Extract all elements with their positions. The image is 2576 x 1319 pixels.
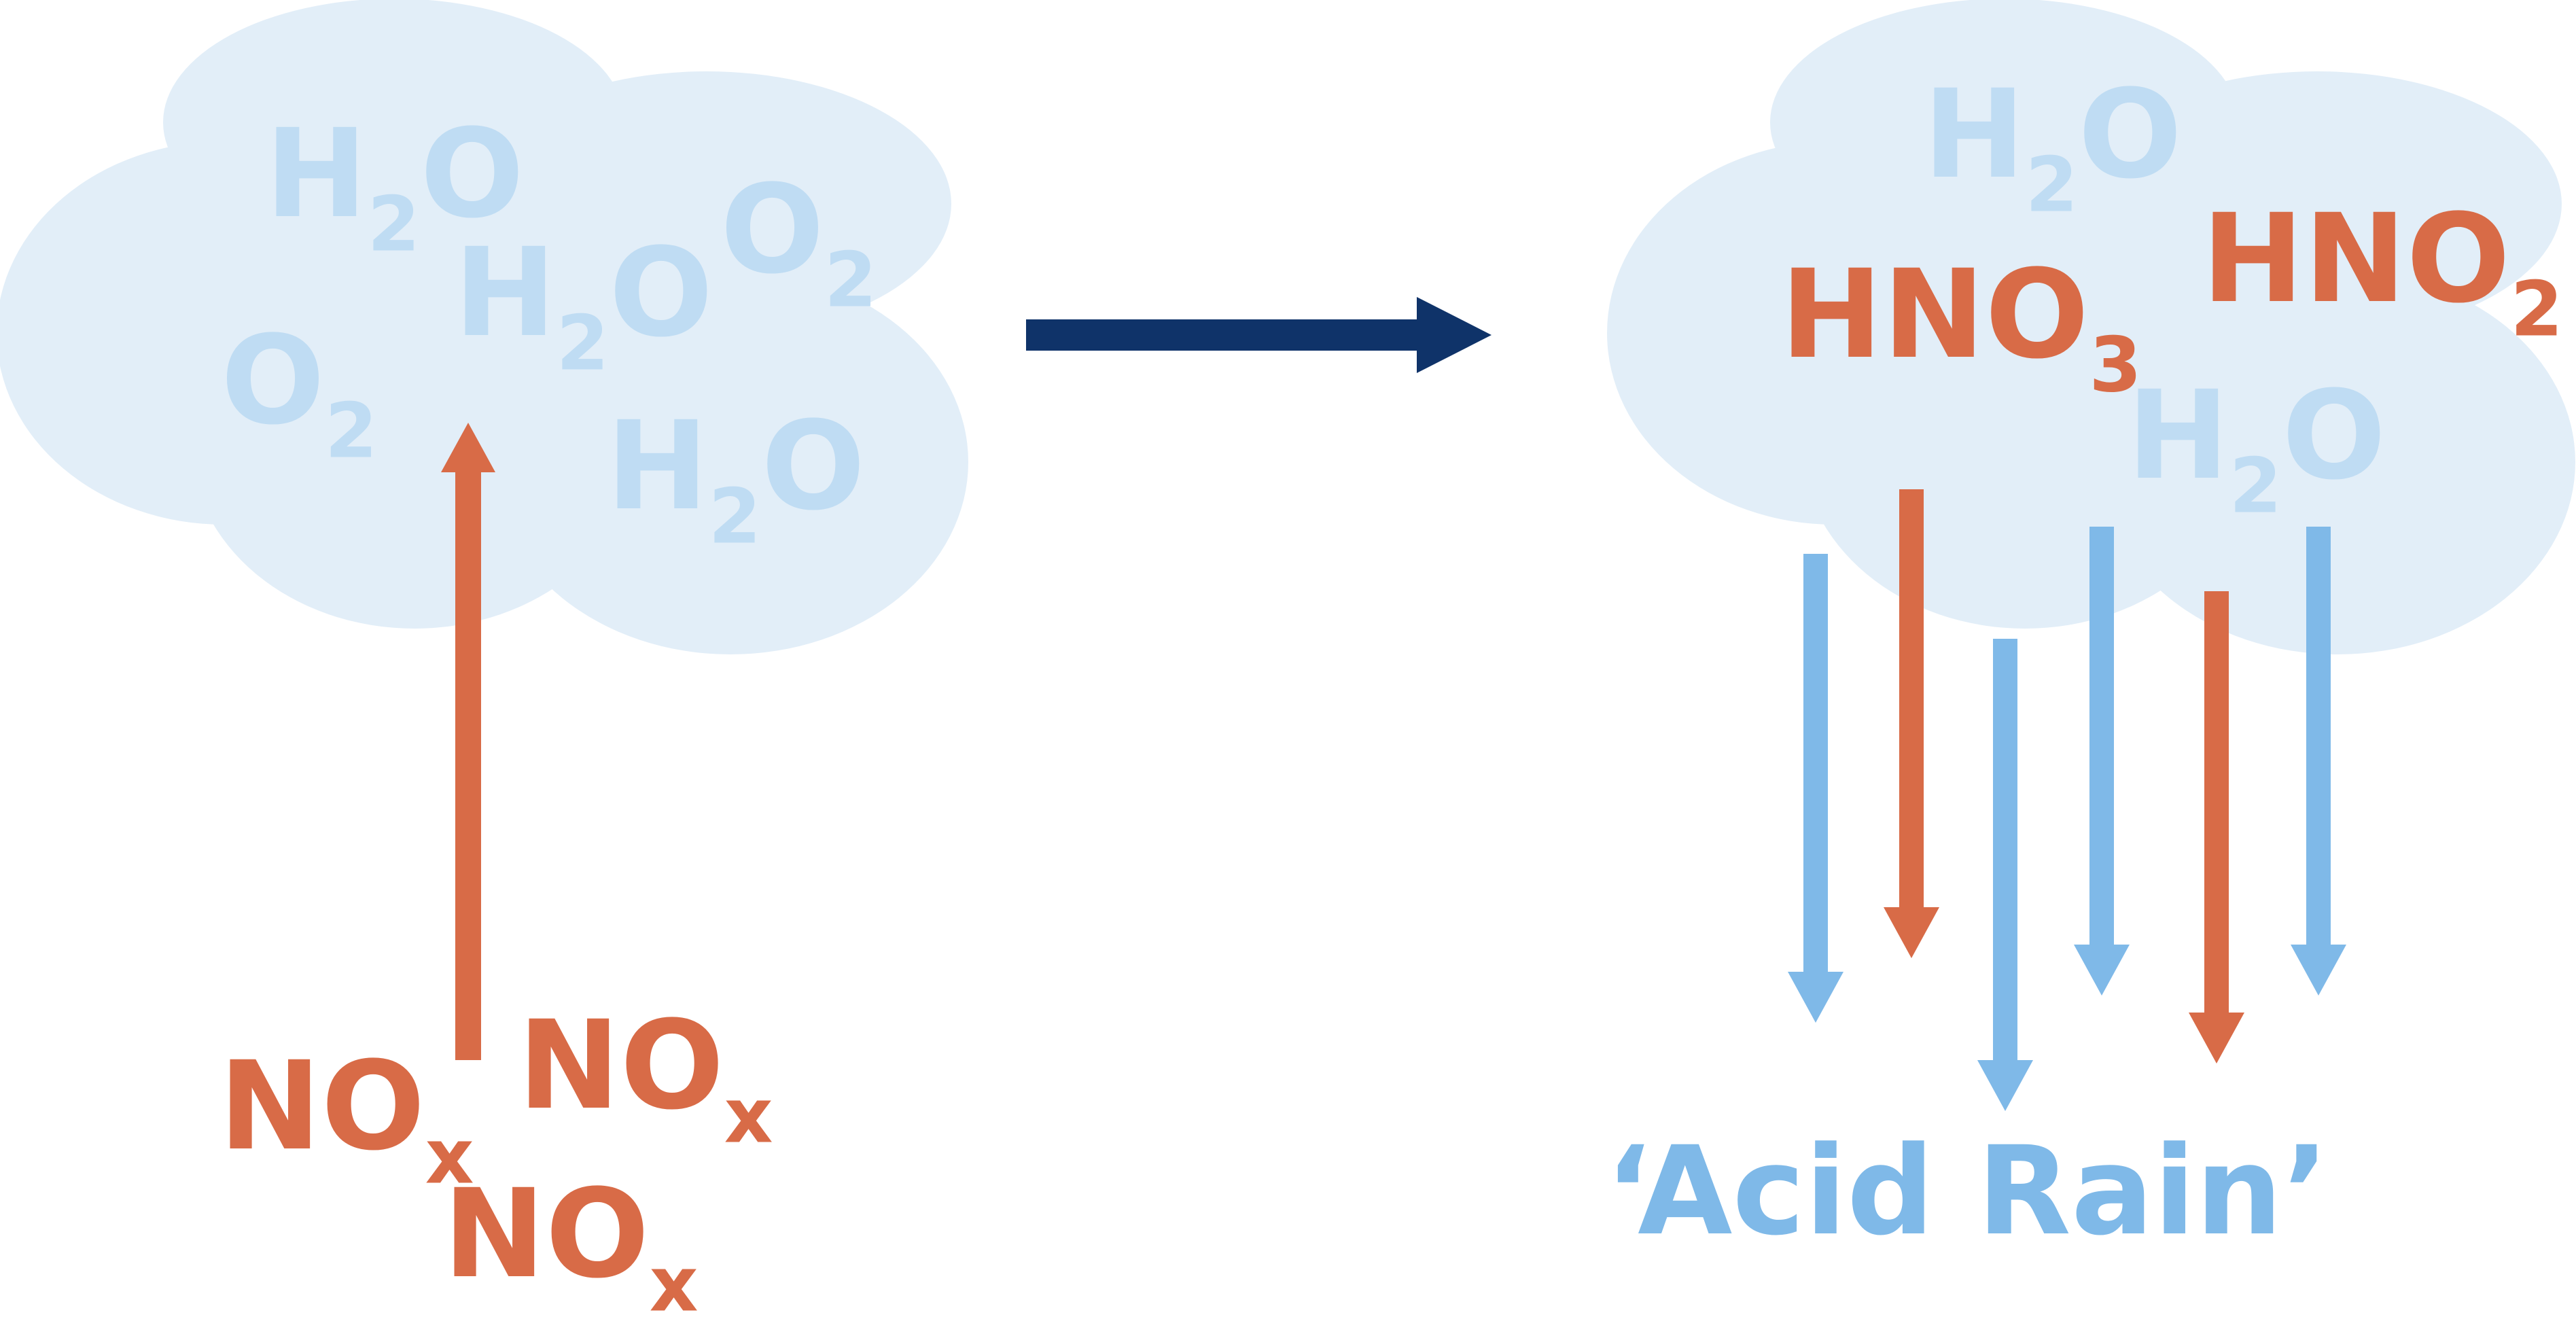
- arrow-down-icon: [1977, 639, 2033, 1111]
- formula-sub: x: [724, 1072, 773, 1160]
- formula-sub: x: [650, 1240, 699, 1319]
- rain-arrow-head: [1884, 907, 1939, 958]
- formula-tail: O: [2078, 64, 2182, 206]
- right-molecule-3: HNO2: [2202, 188, 2563, 353]
- rain-arrow-head: [1788, 972, 1843, 1023]
- arrow-down-icon: [1884, 489, 1939, 958]
- left-molecule-4: O2: [221, 310, 378, 475]
- formula-base: NO: [443, 1163, 650, 1305]
- formula-base: H: [2127, 365, 2229, 507]
- formula-tail: O: [2282, 365, 2386, 507]
- formula-base: H: [1923, 64, 2026, 206]
- formula-base: HNO: [2202, 188, 2510, 330]
- formula-base: O: [720, 159, 824, 301]
- formula-base: O: [221, 310, 325, 452]
- rain-arrow-shaft: [1993, 639, 2017, 1063]
- formula-base: H: [606, 395, 709, 538]
- arrow-down-icon: [1788, 554, 1843, 1023]
- arrow-down-icon: [2189, 591, 2244, 1063]
- formula-sub: 2: [2510, 265, 2563, 353]
- formula-sub: 2: [557, 299, 610, 387]
- formula-base: H: [265, 103, 368, 245]
- formula-sub: 2: [2026, 141, 2079, 229]
- left-molecule-1: H2O: [265, 103, 524, 268]
- right-cloud-icon: [1607, 0, 2575, 654]
- formula-sub: 2: [2229, 442, 2282, 530]
- main-arrow-shaft: [1026, 319, 1420, 351]
- right-molecule-1: H2O: [1923, 64, 2182, 229]
- formula-sub: 2: [709, 472, 762, 561]
- arrow-down-icon: [2074, 527, 2130, 996]
- rain-arrow-shaft: [2306, 527, 2331, 948]
- formula-tail: O: [761, 395, 865, 538]
- rain-arrow-shaft: [1803, 554, 1828, 975]
- rain-arrow-shaft: [1899, 489, 1924, 911]
- left-molecule-3: O2: [720, 159, 877, 324]
- nox-arrow-head: [441, 423, 495, 472]
- emission-nox-1: NOx: [219, 1036, 474, 1201]
- rain-arrow-shaft: [2089, 527, 2114, 948]
- left-molecule-5: H2O: [606, 395, 865, 561]
- right-molecule-4: H2O: [2127, 365, 2386, 530]
- left-cloud-icon: [0, 0, 968, 654]
- formula-base: NO: [219, 1036, 425, 1178]
- formula-tail: O: [420, 103, 524, 245]
- rain-arrow-head: [2291, 945, 2346, 996]
- nox-arrow-shaft: [455, 469, 481, 1060]
- rain-arrow-head: [2074, 945, 2130, 996]
- emission-nox-2: NOx: [518, 995, 773, 1160]
- formula-sub: x: [425, 1112, 474, 1201]
- formula-sub: 3: [2089, 321, 2142, 409]
- formula-tail: O: [609, 222, 713, 364]
- rain-arrow-head: [2189, 1013, 2244, 1063]
- rain-arrows: [1788, 489, 2346, 1111]
- formula-base: NO: [518, 995, 724, 1137]
- arrow-down-icon: [2291, 527, 2346, 996]
- arrow-right-icon: [1026, 297, 1492, 373]
- formula-base: H: [454, 222, 557, 364]
- formula-base: HNO: [1780, 244, 2089, 386]
- emission-nox-3: NOx: [443, 1163, 699, 1319]
- formula-sub: 2: [368, 180, 421, 268]
- left-molecule-2: H2O: [454, 222, 713, 387]
- acid-rain-caption: ‘Acid Rain’: [1605, 1121, 2329, 1263]
- arrow-up-icon: [441, 423, 495, 1060]
- right-molecule-2: HNO3: [1780, 244, 2142, 409]
- formula-sub: 2: [325, 387, 378, 475]
- main-arrow-head: [1417, 297, 1492, 373]
- rain-arrow-head: [1977, 1060, 2033, 1111]
- formula-sub: 2: [824, 236, 877, 324]
- rain-arrow-shaft: [2204, 591, 2229, 1016]
